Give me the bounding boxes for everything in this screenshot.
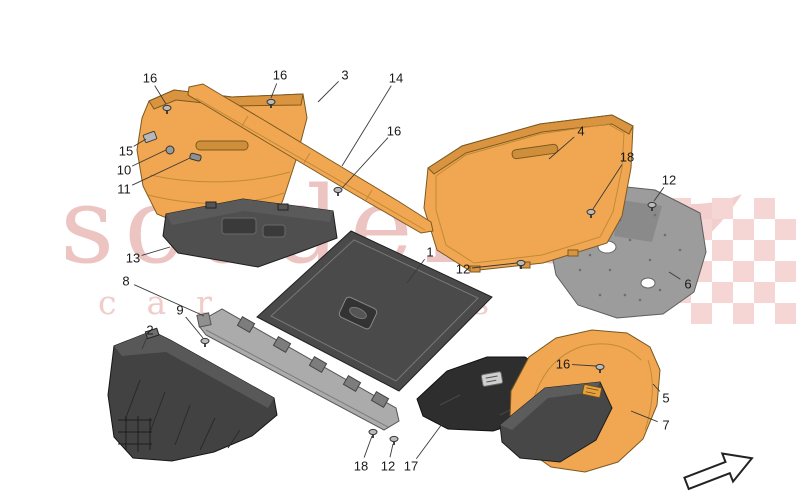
- watermark-checker-square: [712, 198, 733, 219]
- callout-label-3[interactable]: 3: [341, 68, 348, 83]
- callout-leader-line: [571, 364, 597, 367]
- callout-label-4[interactable]: 4: [577, 124, 584, 139]
- callout-leader-line: [389, 443, 394, 458]
- rear-shelf-panel: [423, 114, 634, 273]
- rear-sill-cover: [107, 327, 278, 462]
- fastener-pin: [266, 98, 276, 108]
- callout-leader-line: [668, 271, 681, 280]
- luggage-compartment-mat: [256, 230, 493, 392]
- callout-label-18[interactable]: 18: [620, 150, 634, 165]
- callout-leader-line: [141, 338, 147, 350]
- callout-leader-line: [141, 246, 171, 256]
- fastener-pin: [389, 435, 399, 445]
- watermark-checker-square: [712, 240, 733, 261]
- fasteners: [162, 98, 657, 445]
- callout-label-1[interactable]: 1: [426, 245, 433, 260]
- watermark-checker-square: [775, 219, 796, 240]
- watermark-checker-square: [733, 219, 754, 240]
- watermark-checker-square: [691, 303, 712, 324]
- watermark-checker-square: [775, 303, 796, 324]
- fastener-pin: [586, 208, 596, 218]
- callout-label-7[interactable]: 7: [662, 418, 669, 433]
- callout-leader-line: [270, 83, 278, 99]
- callout-leader-line: [415, 423, 443, 460]
- callout-leader-line: [471, 262, 518, 269]
- mat-handle: [338, 296, 378, 330]
- callout-label-16[interactable]: 16: [556, 357, 570, 372]
- callout-leader-line: [134, 284, 205, 317]
- callout-label-16[interactable]: 16: [143, 71, 157, 86]
- callout-label-2[interactable]: 2: [146, 323, 153, 338]
- callout-leader-line: [363, 435, 373, 458]
- callout-leader-line: [133, 138, 147, 147]
- fastener-pin: [647, 201, 657, 211]
- part-label-tag: [581, 383, 603, 399]
- callout-label-10[interactable]: 10: [117, 163, 131, 178]
- callout-leader-line: [406, 258, 425, 284]
- callout-label-14[interactable]: 14: [389, 71, 403, 86]
- fastener-pin: [162, 104, 172, 114]
- watermark-checker-square: [733, 303, 754, 324]
- callout-leader-line: [630, 410, 658, 423]
- watermark-checker-square: [754, 282, 775, 303]
- fastener-pin: [200, 337, 210, 347]
- fastener-pin: [595, 363, 605, 373]
- direction-arrow-icon: [683, 452, 754, 491]
- callout-label-8[interactable]: 8: [122, 274, 129, 289]
- callout-label-15[interactable]: 15: [119, 144, 133, 159]
- callout-label-16[interactable]: 16: [273, 68, 287, 83]
- bracket-hardware: [142, 130, 158, 144]
- fastener-pin: [333, 186, 343, 196]
- watermark-checker-square: [733, 261, 754, 282]
- callout-leader-line: [341, 85, 392, 167]
- logo-plate: [480, 371, 504, 387]
- callout-label-6[interactable]: 6: [684, 277, 691, 292]
- callout-leader-line: [592, 164, 623, 210]
- right-side-trim-panel: [499, 329, 661, 473]
- callout-label-18[interactable]: 18: [354, 459, 368, 474]
- callout-leader-line: [131, 157, 191, 186]
- sill-scuff-strip: [187, 83, 434, 234]
- callout-leader-line: [548, 136, 575, 160]
- callout-label-13[interactable]: 13: [126, 251, 140, 266]
- front-mat-section: [162, 198, 338, 268]
- callout-leader-line: [341, 137, 389, 189]
- watermark-checker-square: [754, 240, 775, 261]
- fastener-pin: [368, 428, 378, 438]
- watermark-checker-square: [775, 261, 796, 282]
- callout-label-17[interactable]: 17: [404, 459, 418, 474]
- pin-hardware: [189, 152, 202, 162]
- callout-leader-line: [653, 187, 665, 202]
- callout-leader-line: [154, 85, 167, 105]
- callout-label-12[interactable]: 12: [456, 262, 470, 277]
- callout-label-12[interactable]: 12: [381, 459, 395, 474]
- callout-leader-line: [131, 149, 167, 167]
- callout-label-5[interactable]: 5: [662, 391, 669, 406]
- clip-hardware: [165, 145, 175, 155]
- callout-label-12[interactable]: 12: [662, 173, 676, 188]
- mounting-rail: [196, 308, 400, 431]
- callout-label-16[interactable]: 16: [387, 124, 401, 139]
- watermark-checker-square: [712, 282, 733, 303]
- callout-leader-line: [652, 383, 661, 392]
- callout-leader-line: [317, 81, 339, 103]
- watermark-checker-square: [754, 198, 775, 219]
- callout-label-9[interactable]: 9: [176, 303, 183, 318]
- callout-leader-line: [185, 316, 204, 339]
- callout-label-11[interactable]: 11: [117, 182, 131, 197]
